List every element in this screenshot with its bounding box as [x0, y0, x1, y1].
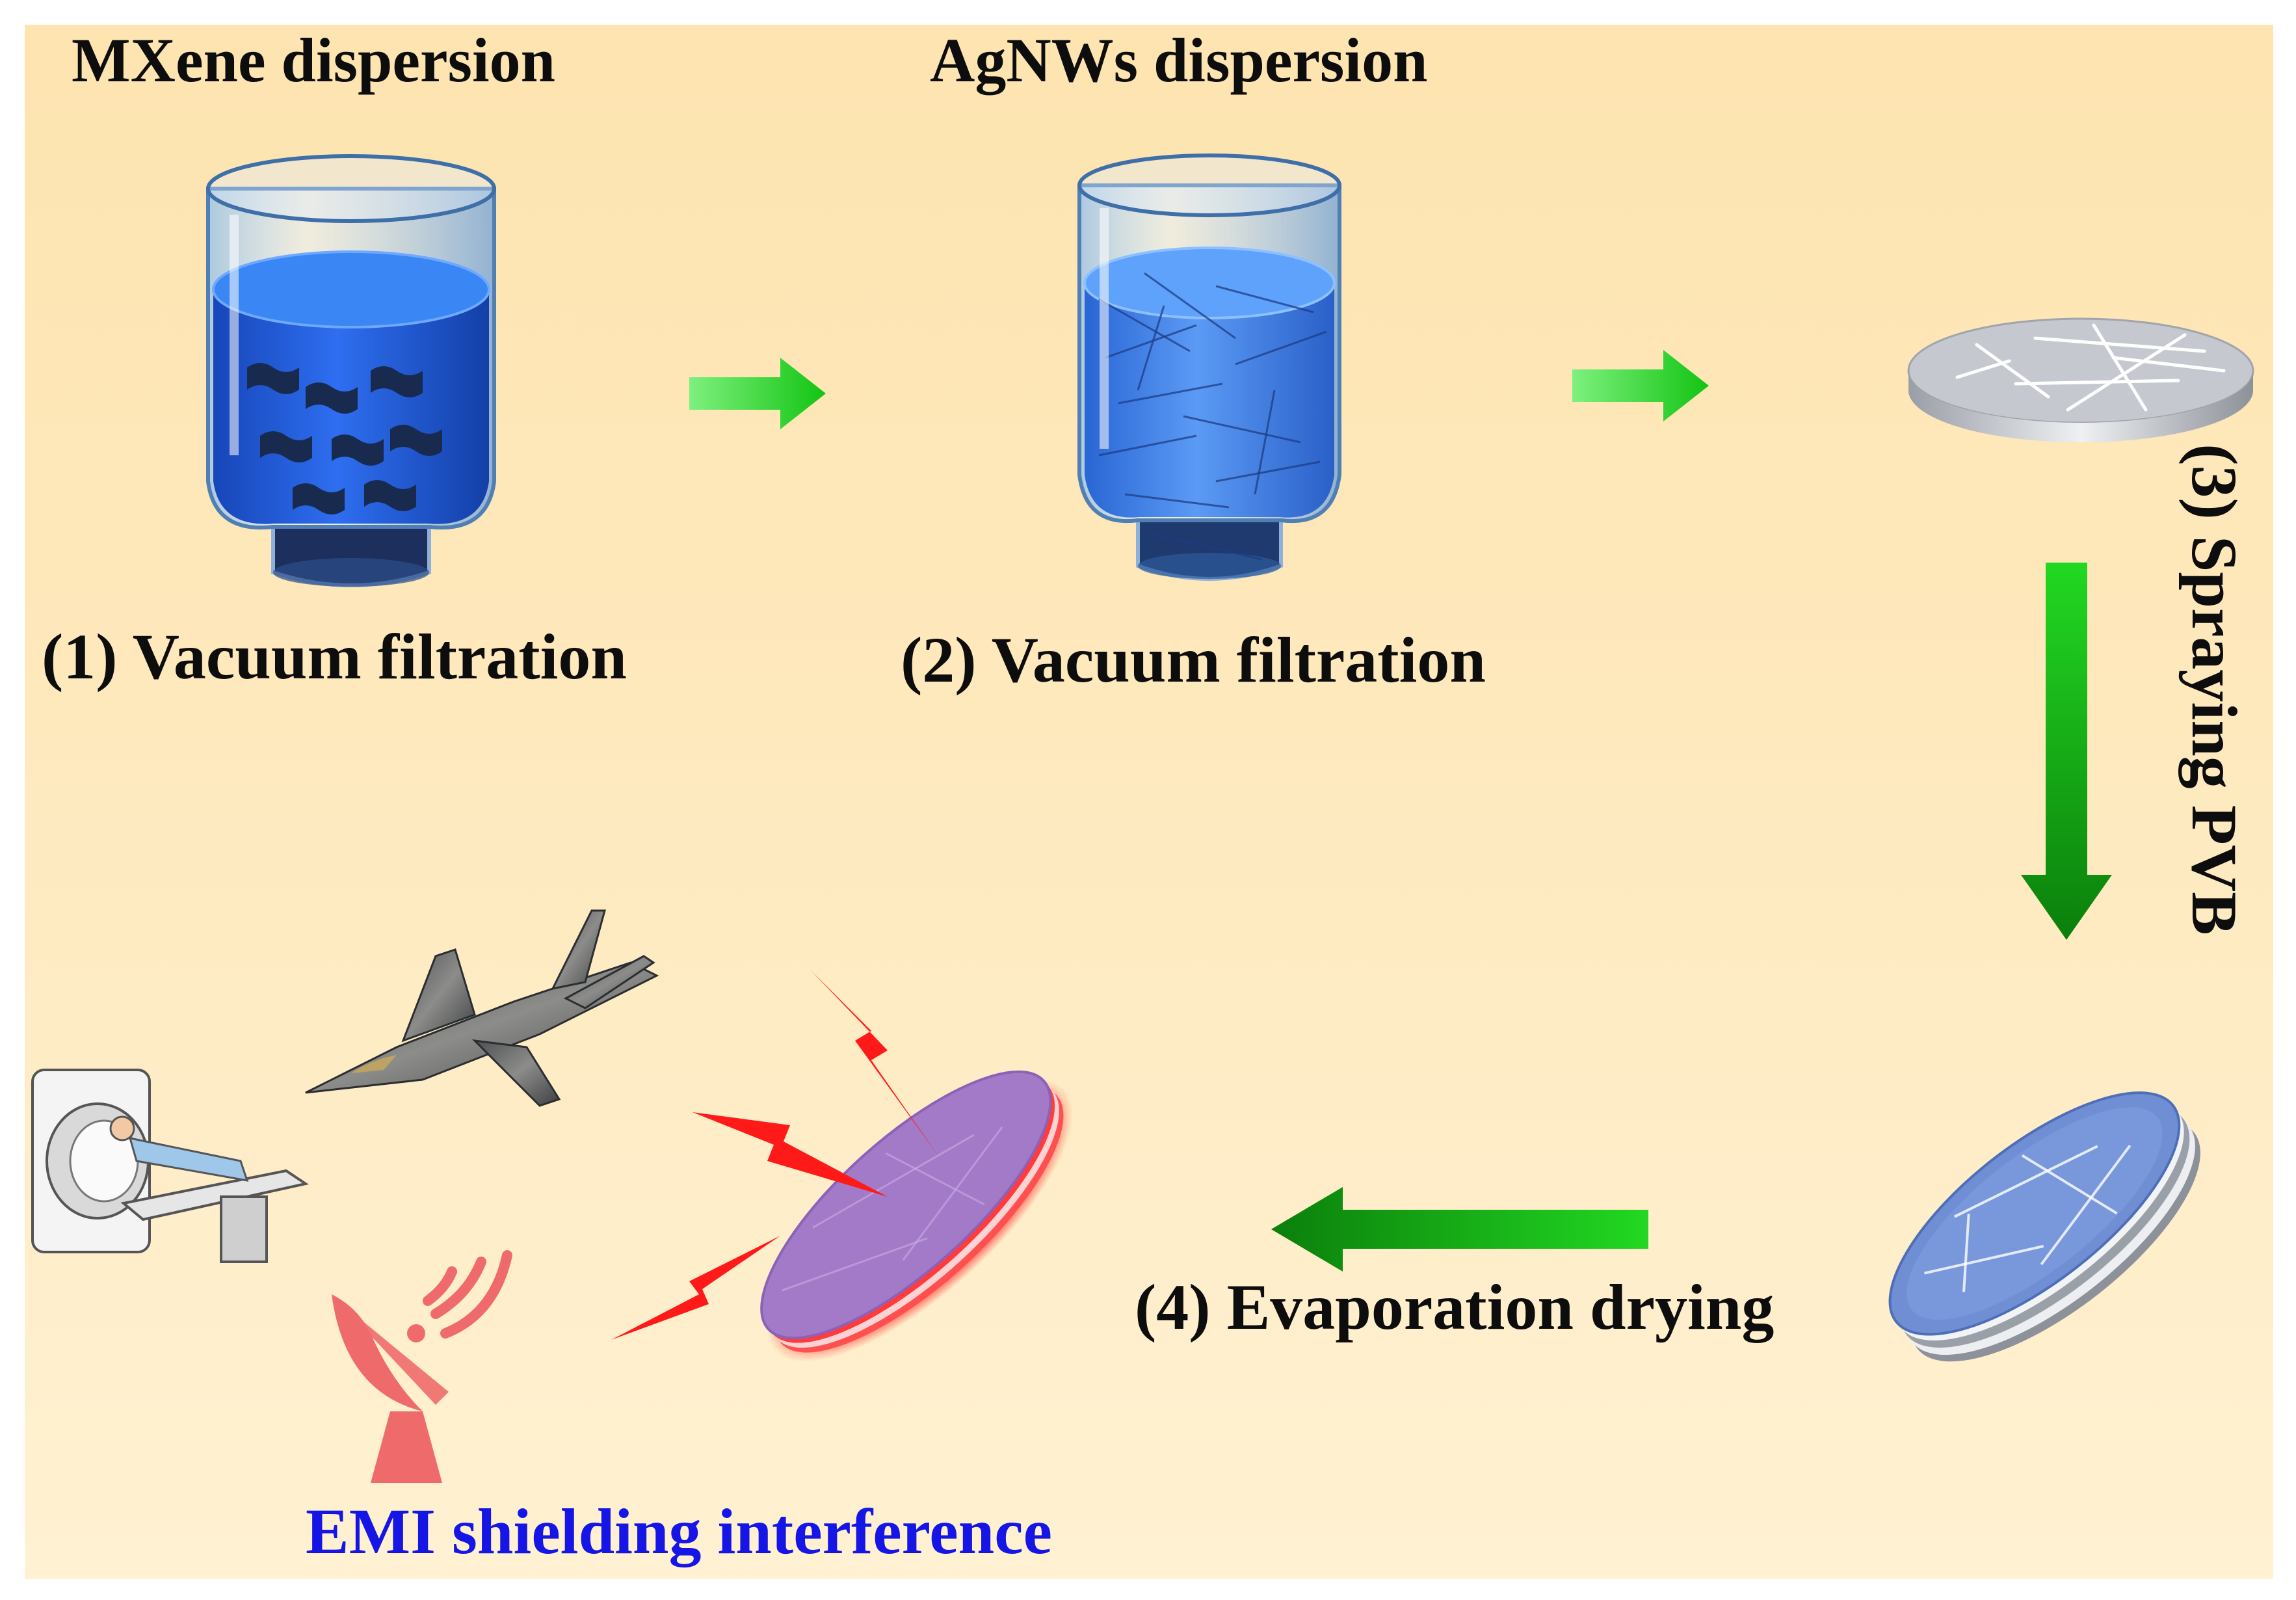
lightning-bolt-icon	[611, 1236, 780, 1340]
silver-nanowires	[1098, 272, 1327, 561]
mxene-flakes	[247, 363, 442, 514]
step4-label: (4) Evaporation drying	[1135, 1271, 1775, 1343]
agnws-beaker	[1077, 153, 1341, 581]
silver-nanowire-membrane-icon	[1907, 317, 2254, 442]
arrow-step4-left	[1271, 1187, 1648, 1272]
beaker-icon	[1077, 153, 1341, 581]
application-label: EMI shielding interference	[306, 1495, 1052, 1567]
emi-shield-film-icon	[760, 1070, 1073, 1362]
arrow-step3-down	[2021, 563, 2112, 940]
step3-label: (3) Spraying PVB	[2178, 444, 2250, 935]
mxene-beaker	[206, 154, 496, 587]
mri-scanner-icon	[31, 1069, 310, 1263]
coated-membrane-icon	[1888, 1091, 2200, 1362]
step2-label: (2) Vacuum filtration	[901, 624, 1486, 696]
arrow-step2-to-step3	[1572, 350, 1709, 421]
beaker-icon	[206, 154, 496, 587]
mxene-dispersion-label: MXene dispersion	[72, 25, 555, 95]
step1-label: (1) Vacuum filtration	[42, 620, 627, 693]
satellite-dish-icon	[332, 1250, 512, 1483]
agnws-dispersion-label: AgNWs dispersion	[930, 25, 1428, 95]
lightning-bolt-icon	[693, 1112, 888, 1197]
fighter-jet-icon	[305, 909, 659, 1107]
arrow-step1-to-step2	[689, 358, 826, 429]
